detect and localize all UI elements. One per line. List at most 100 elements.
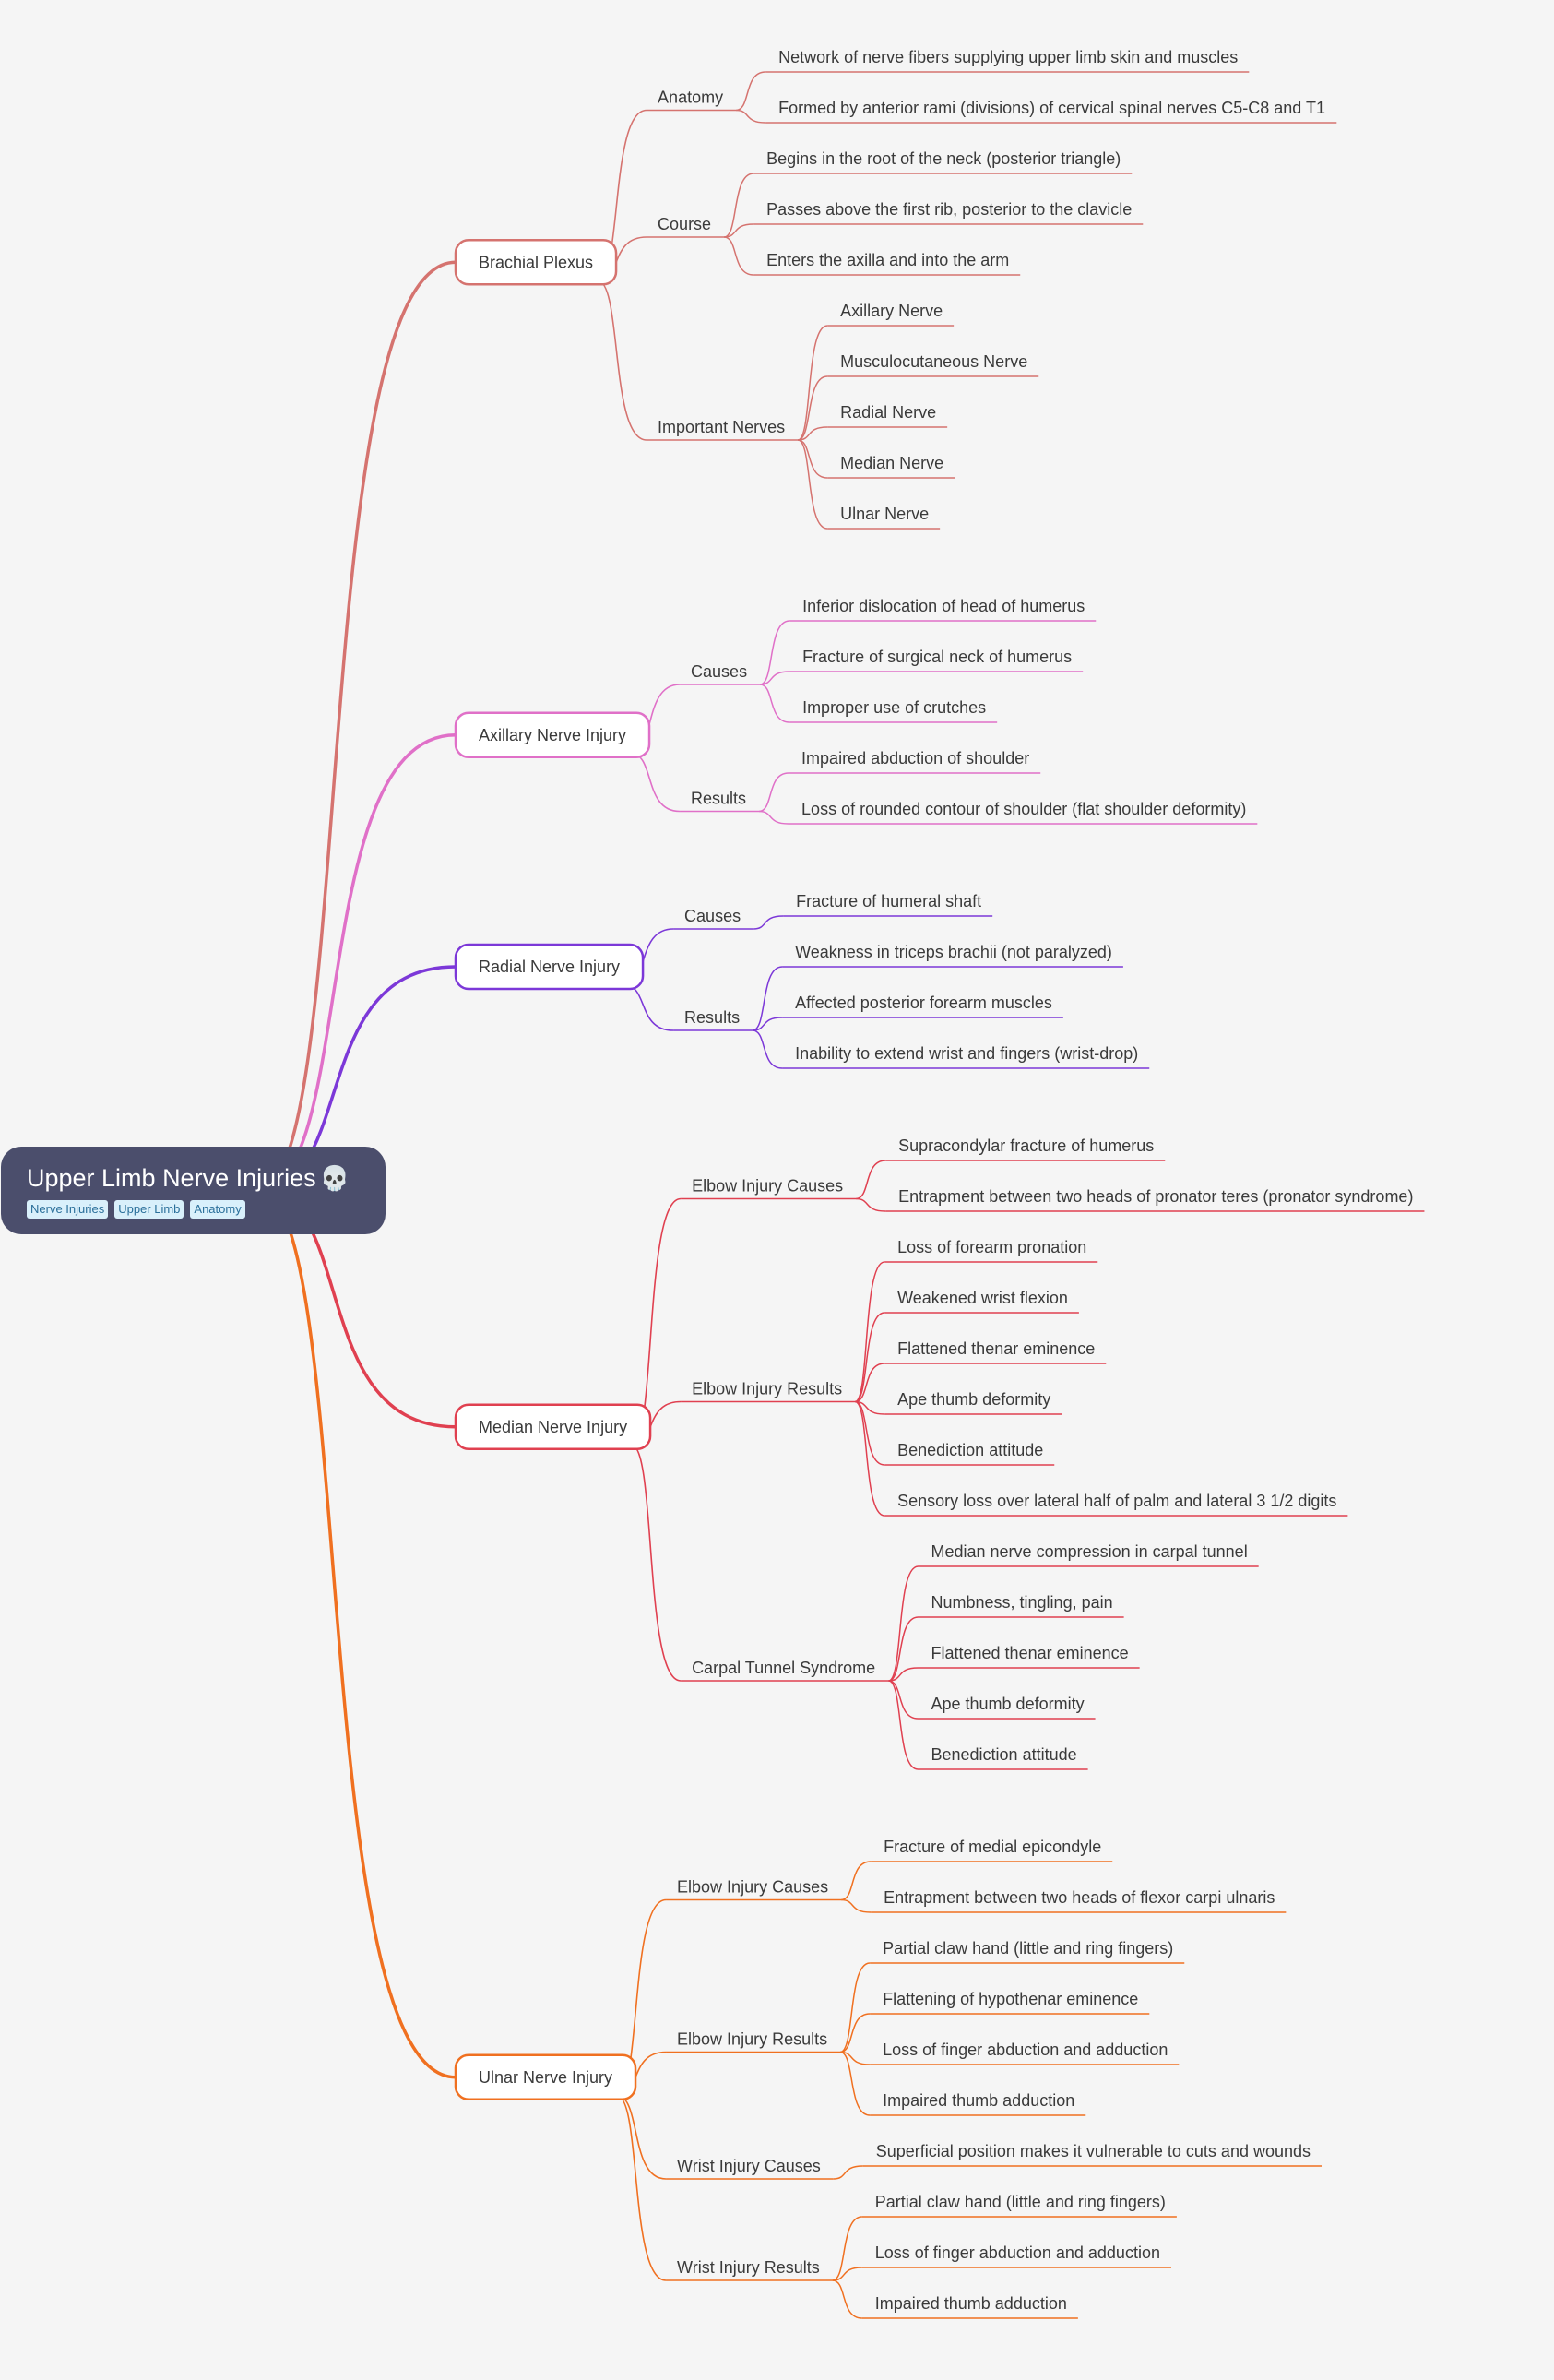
edge-leaf <box>839 1962 871 2053</box>
sub-label-causes[interactable]: Causes <box>684 907 741 925</box>
leaf-supracondylar-fracture-of-humerus[interactable]: Supracondylar fracture of humerus <box>898 1136 1154 1155</box>
leaf-flattening-of-hypothenar-eminence[interactable]: Flattening of hypothenar eminence <box>883 1990 1138 2008</box>
leaf-entrapment-between-two-heads-of-flexor-c[interactable]: Entrapment between two heads of flexor c… <box>884 1888 1275 1907</box>
sub-label-wrist-injury-causes[interactable]: Wrist Injury Causes <box>677 2157 821 2175</box>
leaf-benediction-attitude[interactable]: Benediction attitude <box>931 1745 1077 1764</box>
leaf-ape-thumb-deformity[interactable]: Ape thumb deformity <box>897 1390 1050 1409</box>
sub-ulnar-nerve-injury-wrist-injury-results: Wrist Injury Results Partial claw hand (l… <box>666 2193 1177 2319</box>
leaf-axillary-nerve[interactable]: Axillary Nerve <box>840 302 943 320</box>
sub-brachial-plexus-anatomy: Anatomy Network of nerve fibers supplying… <box>647 48 1337 124</box>
sub-label-elbow-injury-causes[interactable]: Elbow Injury Causes <box>677 1878 828 1897</box>
edge-leaf <box>798 426 828 441</box>
sub-radial-nerve-injury-results: Results Weakness in triceps brachii (not … <box>673 943 1150 1069</box>
sub-label-wrist-injury-results[interactable]: Wrist Injury Results <box>677 2258 820 2277</box>
edge-root-axillary-nerve-injury <box>257 733 457 1192</box>
leaf-weakness-in-triceps-brachii-not-paralyze[interactable]: Weakness in triceps brachii (not paralyz… <box>795 943 1112 961</box>
sub-label-course[interactable]: Course <box>658 215 711 233</box>
leaf-musculocutaneous-nerve[interactable]: Musculocutaneous Nerve <box>840 352 1027 371</box>
sub-label-carpal-tunnel-syndrome[interactable]: Carpal Tunnel Syndrome <box>692 1659 875 1677</box>
leaf-enters-the-axilla-and-into-the-arm[interactable]: Enters the axilla and into the arm <box>766 251 1009 269</box>
root-node[interactable]: Upper Limb Nerve Injuries💀 Nerve Injurie… <box>1 1147 386 1234</box>
branch-box-brachial-plexus[interactable] <box>454 239 618 286</box>
leaf-network-of-nerve-fibers-supplying-upper-[interactable]: Network of nerve fibers supplying upper … <box>778 48 1238 66</box>
leaf-flattened-thenar-eminence[interactable]: Flattened thenar eminence <box>897 1339 1095 1358</box>
edge-leaf <box>723 173 754 238</box>
branch-label-brachial-plexus: Brachial Plexus <box>479 253 593 271</box>
leaf-loss-of-finger-abduction-and-adduction[interactable]: Loss of finger abduction and adduction <box>875 2243 1160 2262</box>
edge-radial-nerve-injury-results <box>623 984 674 1031</box>
branch-label-axillary-nerve-injury: Axillary Nerve Injury <box>479 726 626 744</box>
leaf-inability-to-extend-wrist-and-fingers-wr[interactable]: Inability to extend wrist and fingers (w… <box>795 1044 1138 1063</box>
root-tags: Nerve Injuries Upper Limb Anatomy <box>27 1200 386 1219</box>
root-title: Upper Limb Nerve Injuries💀 <box>27 1163 386 1193</box>
sub-label-results[interactable]: Results <box>691 790 746 808</box>
branch-brachial-plexus: Brachial Plexus Anatomy Network of nerve f… <box>454 48 1337 530</box>
edge-leaf <box>759 810 789 825</box>
leaf-loss-of-finger-abduction-and-adduction[interactable]: Loss of finger abduction and adduction <box>883 2041 1168 2059</box>
leaf-improper-use-of-crutches[interactable]: Improper use of crutches <box>802 698 986 717</box>
sub-ulnar-nerve-injury-elbow-injury-results: Elbow Injury Results Partial claw hand (l… <box>666 1939 1185 2116</box>
edge-leaf <box>855 1160 886 1200</box>
branch-box-axillary-nerve-injury[interactable] <box>454 711 651 758</box>
leaf-formed-by-anterior-rami-divisions-of-cer[interactable]: Formed by anterior rami (divisions) of c… <box>778 99 1325 117</box>
edge-leaf <box>797 439 828 479</box>
leaf-passes-above-the-first-rib-posterior-to-[interactable]: Passes above the first rib, posterior to… <box>766 200 1132 219</box>
edge-median-nerve-injury-carpal-tunnel-syndrome <box>631 1444 682 1682</box>
sub-label-elbow-injury-results[interactable]: Elbow Injury Results <box>692 1380 842 1398</box>
leaf-impaired-abduction-of-shoulder[interactable]: Impaired abduction of shoulder <box>801 749 1029 768</box>
leaf-fracture-of-surgical-neck-of-humerus[interactable]: Fracture of surgical neck of humerus <box>802 648 1072 666</box>
leaf-impaired-thumb-adduction[interactable]: Impaired thumb adduction <box>875 2294 1067 2313</box>
edge-leaf <box>797 325 828 441</box>
leaf-fracture-of-humeral-shaft[interactable]: Fracture of humeral shaft <box>796 892 981 910</box>
edge-leaf <box>797 439 828 530</box>
leaf-numbness-tingling-pain[interactable]: Numbness, tingling, pain <box>931 1593 1113 1612</box>
sub-label-elbow-injury-causes[interactable]: Elbow Injury Causes <box>692 1177 843 1196</box>
leaf-loss-of-rounded-contour-of-shoulder-flat[interactable]: Loss of rounded contour of shoulder (fla… <box>801 800 1246 818</box>
edge-axillary-nerve-injury-results <box>630 752 681 813</box>
tag-upper-limb[interactable]: Upper Limb <box>114 1200 184 1219</box>
leaf-sensory-loss-over-lateral-half-of-palm-a[interactable]: Sensory loss over lateral half of palm a… <box>897 1492 1336 1510</box>
edge-leaf <box>797 375 828 441</box>
leaf-median-nerve-compression-in-carpal-tunne[interactable]: Median nerve compression in carpal tunne… <box>931 1542 1248 1561</box>
sub-radial-nerve-injury-causes: Causes Fracture of humeral shaft <box>673 892 993 930</box>
edge-leaf <box>753 915 784 930</box>
edge-ulnar-nerve-injury-wrist-injury-causes <box>616 2094 667 2180</box>
leaf-begins-in-the-root-of-the-neck-posterior[interactable]: Begins in the root of the neck (posterio… <box>766 149 1121 168</box>
branch-box-radial-nerve-injury[interactable] <box>454 943 645 991</box>
leaf-fracture-of-medial-epicondyle[interactable]: Fracture of medial epicondyle <box>884 1838 1101 1856</box>
sub-label-causes[interactable]: Causes <box>691 662 747 681</box>
edge-leaf <box>854 1261 885 1403</box>
leaf-flattened-thenar-eminence[interactable]: Flattened thenar eminence <box>931 1644 1129 1662</box>
leaf-superficial-position-makes-it-vulnerable[interactable]: Superficial position makes it vulnerable… <box>876 2142 1311 2160</box>
leaf-partial-claw-hand-little-and-ring-finger[interactable]: Partial claw hand (little and ring finge… <box>883 1939 1173 1958</box>
sub-label-anatomy[interactable]: Anatomy <box>658 89 723 107</box>
leaf-loss-of-forearm-pronation[interactable]: Loss of forearm pronation <box>897 1238 1086 1256</box>
tag-nerve-injuries[interactable]: Nerve Injuries <box>27 1200 109 1219</box>
edge-leaf <box>760 671 790 685</box>
leaf-impaired-thumb-adduction[interactable]: Impaired thumb adduction <box>883 2091 1074 2110</box>
leaf-ulnar-nerve[interactable]: Ulnar Nerve <box>840 505 929 523</box>
branch-label-radial-nerve-injury: Radial Nerve Injury <box>479 958 620 976</box>
leaf-affected-posterior-forearm-muscles[interactable]: Affected posterior forearm muscles <box>795 994 1052 1012</box>
leaf-partial-claw-hand-little-and-ring-finger[interactable]: Partial claw hand (little and ring finge… <box>875 2193 1166 2211</box>
leaf-median-nerve[interactable]: Median Nerve <box>840 454 943 472</box>
leaf-weakened-wrist-flexion[interactable]: Weakened wrist flexion <box>897 1289 1068 1307</box>
sub-median-nerve-injury-elbow-injury-causes: Elbow Injury Causes Supracondylar fractur… <box>681 1136 1425 1212</box>
branch-box-median-nerve-injury[interactable] <box>454 1403 652 1450</box>
edge-leaf <box>832 2279 862 2319</box>
edge-leaf <box>723 236 754 276</box>
leaf-inferior-dislocation-of-head-of-humerus[interactable]: Inferior dislocation of head of humerus <box>802 597 1085 615</box>
edge-leaf <box>839 2051 871 2116</box>
sub-label-important-nerves[interactable]: Important Nerves <box>658 418 785 436</box>
sub-label-results[interactable]: Results <box>684 1008 740 1027</box>
tag-anatomy[interactable]: Anatomy <box>190 1200 245 1219</box>
edge-leaf <box>840 1861 872 1901</box>
leaf-ape-thumb-deformity[interactable]: Ape thumb deformity <box>931 1695 1085 1713</box>
sub-label-elbow-injury-results[interactable]: Elbow Injury Results <box>677 2030 827 2049</box>
branch-box-ulnar-nerve-injury[interactable] <box>454 2053 637 2100</box>
leaf-radial-nerve[interactable]: Radial Nerve <box>840 403 936 422</box>
leaf-benediction-attitude[interactable]: Benediction attitude <box>897 1441 1043 1459</box>
leaf-entrapment-between-two-heads-of-pronator[interactable]: Entrapment between two heads of pronator… <box>898 1187 1413 1206</box>
